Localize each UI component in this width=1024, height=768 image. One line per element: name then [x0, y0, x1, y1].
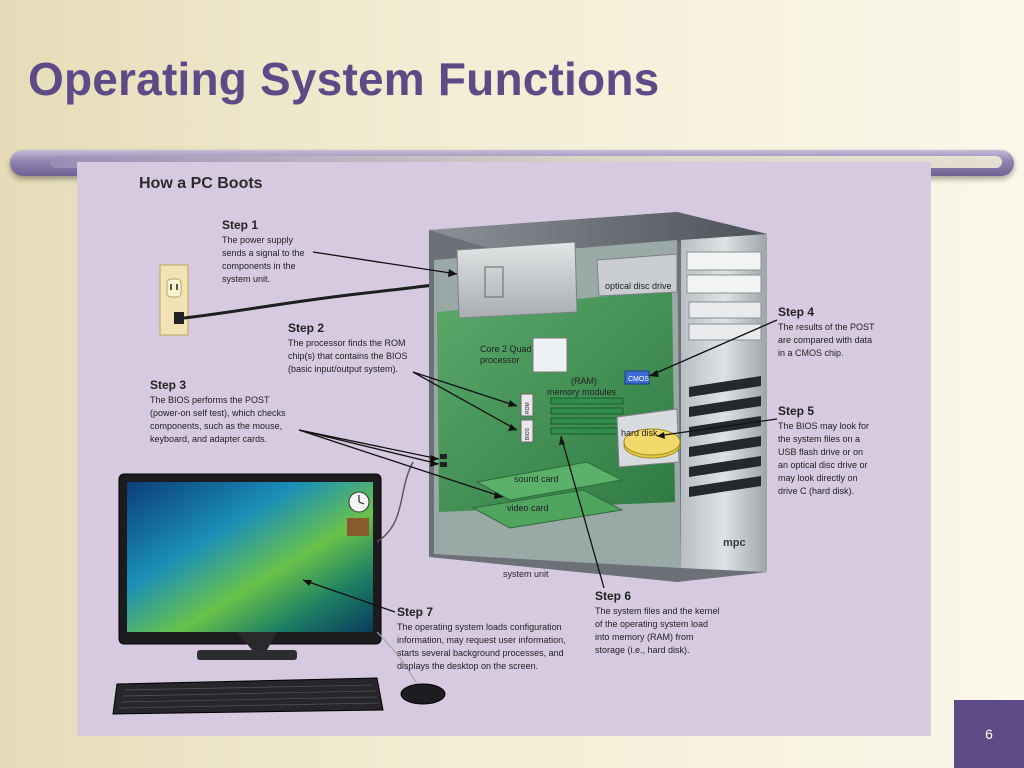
processor-label-line2: processor: [480, 355, 520, 365]
system-unit-label: system unit: [503, 569, 549, 579]
mouse: [400, 683, 446, 705]
rom-chip-2-label: BIOS: [525, 427, 531, 440]
rom-bios-chip-1: [520, 393, 534, 417]
step-2-line3: (basic input/output system).: [288, 364, 398, 374]
step-7-title: Step 7: [397, 605, 433, 619]
step-1-title: Step 1: [222, 218, 258, 232]
callout-arrows: [298, 251, 778, 613]
hard-disk-label: hard disk: [621, 428, 658, 438]
step-6-line3: into memory (RAM) from: [595, 632, 694, 642]
mouse-cable: [376, 631, 418, 685]
brand-logo-text: mpc: [723, 537, 746, 549]
step-1-line4: system unit.: [222, 274, 270, 284]
step-2-line1: The processor finds the ROM: [288, 338, 406, 348]
monitor: [118, 473, 382, 660]
cmos-label: CMOS: [628, 376, 649, 383]
hard-disk: [616, 408, 681, 468]
step-4-line2: are compared with data: [778, 335, 872, 345]
step-3-callout: Step 3 The BIOS performs the POST (power…: [150, 378, 286, 444]
port-2: [440, 462, 447, 467]
step-6-title: Step 6: [595, 589, 631, 603]
step-6-line1: The system files and the kernel: [595, 606, 720, 616]
step-3-title: Step 3: [150, 378, 186, 392]
step-6-line4: storage (i.e., hard disk).: [595, 645, 690, 655]
step-5-line4: an optical disc drive or: [778, 460, 868, 470]
processor-chip: [532, 337, 568, 373]
step-3-line1: The BIOS performs the POST: [150, 395, 270, 405]
ram-label-line1: (RAM): [571, 376, 597, 386]
step-4-line3: in a CMOS chip.: [778, 348, 844, 358]
step-5-line2: the system files on a: [778, 434, 860, 444]
step-2-title: Step 2: [288, 321, 324, 335]
step-4-title: Step 4: [778, 305, 814, 319]
arrow-heads: [303, 269, 665, 586]
ram-label-line2: memory modules: [547, 387, 617, 397]
power-supply: [456, 241, 578, 319]
step-7-line1: The operating system loads configuration: [397, 622, 562, 632]
step-4-line1: The results of the POST: [778, 322, 875, 332]
port-1: [440, 454, 447, 459]
step-1-line3: components in the: [222, 261, 296, 271]
wall-outlet: [159, 264, 189, 336]
power-cord: [183, 280, 458, 320]
step-1-line1: The power supply: [222, 235, 294, 245]
keyboard-keys: [118, 684, 380, 709]
step-2-line2: chip(s) that contains the BIOS: [288, 351, 408, 361]
step-2-callout: Step 2 The processor finds the ROM chip(…: [288, 321, 408, 374]
monitor-cable: [376, 461, 414, 543]
boot-diagram-svg: How a PC Boots mpc optical: [112, 175, 875, 715]
step-6-line2: of the operating system load: [595, 619, 708, 629]
step-3-line2: (power-on self test), which checks: [150, 408, 286, 418]
video-card: [471, 489, 624, 529]
video-card-label: video card: [507, 503, 549, 513]
step-5-line5: may look directly on: [778, 473, 858, 483]
slide-title: Operating System Functions: [28, 53, 660, 105]
figure-title: How a PC Boots: [139, 175, 263, 192]
keyboard: [112, 677, 384, 715]
step-5-line6: drive C (hard disk).: [778, 486, 854, 496]
sound-card: [475, 461, 624, 501]
processor-label-line1: Core 2 Quad: [480, 344, 532, 354]
rom-chip-1-label: ROM: [525, 402, 531, 414]
cmos-chip: [624, 370, 650, 385]
step-1-callout: Step 1 The power supply sends a signal t…: [222, 218, 305, 284]
step-1-line2: sends a signal to the: [222, 248, 305, 258]
step-7-line2: information, may request user informatio…: [397, 635, 566, 645]
optical-disc-drive: [596, 253, 678, 297]
step-7-line3: starts several background processes, and: [397, 648, 564, 658]
step-3-line3: components, such as the mouse,: [150, 421, 282, 431]
step-4-callout: Step 4 The results of the POST are compa…: [778, 305, 875, 358]
boot-diagram: How a PC Boots mpc optical: [77, 162, 931, 736]
step-5-line3: USB flash drive or on: [778, 447, 863, 457]
rom-bios-chip-2: [520, 419, 534, 443]
ram-modules: [550, 397, 624, 435]
step-7-line4: displays the desktop on the screen.: [397, 661, 538, 671]
step-5-line1: The BIOS may look for: [778, 421, 869, 431]
step-5-callout: Step 5 The BIOS may look for the system …: [778, 404, 869, 496]
optical-drive-label: optical disc drive: [605, 281, 672, 291]
step-5-title: Step 5: [778, 404, 814, 418]
page-number: 6: [954, 700, 1024, 768]
step-3-line4: keyboard, and adapter cards.: [150, 434, 267, 444]
step-7-callout: Step 7 The operating system loads config…: [397, 605, 566, 671]
step-6-callout: Step 6 The system files and the kernel o…: [595, 589, 720, 655]
sound-card-label: sound card: [514, 474, 559, 484]
